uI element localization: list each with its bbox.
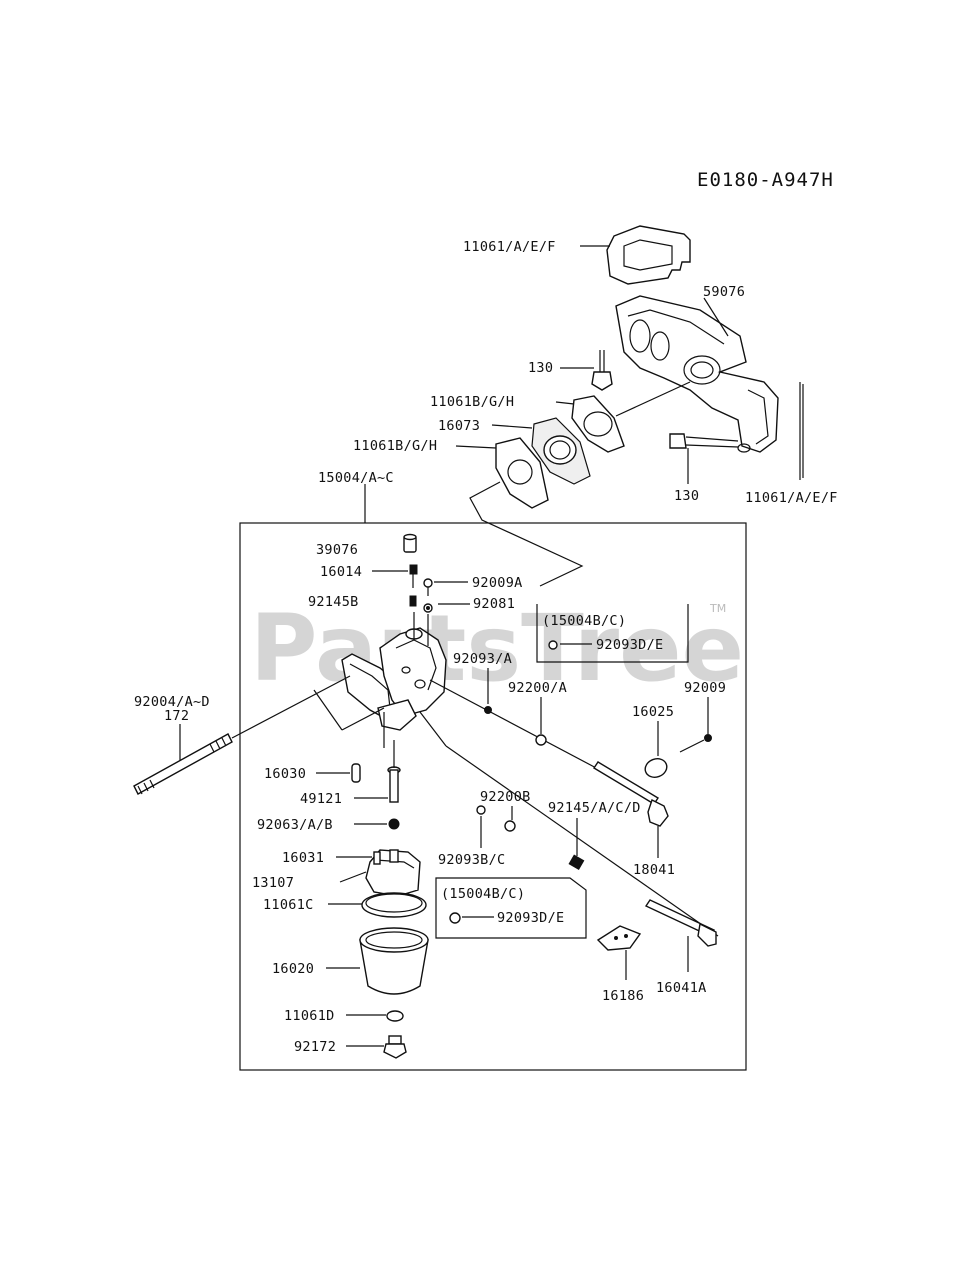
part-39076-cap[interactable] bbox=[403, 533, 417, 553]
part-carburetor-body[interactable] bbox=[341, 627, 447, 731]
label-16073[interactable]: 16073 bbox=[438, 418, 480, 434]
centerline-choke-1 bbox=[419, 711, 447, 747]
label-130-bottom[interactable]: 130 bbox=[674, 488, 699, 504]
label-16020[interactable]: 16020 bbox=[272, 961, 314, 977]
part-92093de-1[interactable] bbox=[548, 640, 558, 650]
part-92172-bolt[interactable] bbox=[383, 1035, 407, 1059]
label-59076[interactable]: 59076 bbox=[703, 284, 745, 300]
label-92145b[interactable]: 92145B bbox=[308, 594, 359, 610]
part-16031-float[interactable] bbox=[365, 849, 421, 897]
part-92145b-spring[interactable] bbox=[409, 595, 417, 607]
label-92093de-2[interactable]: 92093D/E bbox=[497, 910, 564, 926]
leader-11061b-1 bbox=[555, 401, 575, 405]
centerline-stud bbox=[231, 675, 351, 739]
part-16030-pin[interactable] bbox=[351, 763, 361, 783]
label-16014[interactable]: 16014 bbox=[320, 564, 362, 580]
variant-box-2 bbox=[435, 877, 587, 939]
label-92093bc[interactable]: 92093B/C bbox=[438, 852, 505, 868]
label-11061-right[interactable]: 11061/A/E/F bbox=[745, 490, 838, 506]
part-18041-throttle-shaft[interactable] bbox=[593, 761, 669, 827]
part-11061b-gasket-1[interactable] bbox=[571, 395, 625, 453]
label-11061c[interactable]: 11061C bbox=[263, 897, 314, 913]
label-49121[interactable]: 49121 bbox=[300, 791, 342, 807]
variant-box-1 bbox=[536, 604, 689, 663]
part-16073-insulator[interactable] bbox=[531, 417, 591, 485]
part-16020-float-bowl[interactable] bbox=[359, 927, 429, 995]
part-92009-screw[interactable] bbox=[679, 734, 712, 753]
label-92004[interactable]: 92004/A~D bbox=[134, 694, 210, 710]
part-92081-spring[interactable] bbox=[423, 603, 433, 613]
leader-16073 bbox=[491, 424, 533, 429]
carb-bracket-line-1 bbox=[313, 689, 343, 731]
label-92063[interactable]: 92063/A/B bbox=[257, 817, 333, 833]
label-15004bc-2[interactable]: (15004B/C) bbox=[441, 886, 525, 902]
label-16025[interactable]: 16025 bbox=[632, 704, 674, 720]
part-16041a-choke-shaft[interactable] bbox=[644, 899, 717, 947]
label-92145acd[interactable]: 92145/A/C/D bbox=[548, 800, 641, 816]
part-49121-pin[interactable] bbox=[387, 766, 401, 803]
carburetor-assembly-frame bbox=[239, 522, 747, 1071]
centerline-choke-2 bbox=[445, 745, 719, 937]
label-11061-top[interactable]: 11061/A/E/F bbox=[463, 239, 556, 255]
part-92093a-seal[interactable] bbox=[484, 706, 492, 714]
label-15004[interactable]: 15004/A~C bbox=[318, 470, 394, 486]
part-130-bolt-top[interactable] bbox=[591, 350, 613, 391]
part-11061d-gasket[interactable] bbox=[386, 1010, 404, 1022]
part-16186-choke-valve[interactable] bbox=[596, 925, 642, 951]
centerline-manifold bbox=[615, 381, 691, 417]
label-92081[interactable]: 92081 bbox=[473, 596, 515, 612]
label-130-top[interactable]: 130 bbox=[528, 360, 553, 376]
label-15004bc-1[interactable]: (15004B/C) bbox=[542, 613, 626, 629]
part-92145-spring[interactable] bbox=[568, 854, 585, 871]
label-92093de-1[interactable]: 92093D/E bbox=[596, 637, 663, 653]
watermark-text: PartsTree bbox=[250, 595, 744, 702]
part-11061c-gasket[interactable] bbox=[361, 892, 427, 918]
label-92009a[interactable]: 92009A bbox=[472, 575, 523, 591]
part-130-bolt-bottom[interactable] bbox=[669, 433, 739, 449]
centerline-throttle bbox=[429, 679, 601, 771]
label-11061d[interactable]: 11061D bbox=[284, 1008, 335, 1024]
label-16031[interactable]: 16031 bbox=[282, 850, 324, 866]
part-92093b-seal[interactable] bbox=[476, 805, 486, 815]
label-11061b-1[interactable]: 11061B/G/H bbox=[430, 394, 514, 410]
label-39076[interactable]: 39076 bbox=[316, 542, 358, 558]
label-92200a[interactable]: 92200/A bbox=[508, 680, 567, 696]
part-16025-throttle-valve[interactable] bbox=[643, 756, 670, 780]
carb-bracket-line-2 bbox=[341, 707, 385, 731]
label-16041a[interactable]: 16041A bbox=[656, 980, 707, 996]
label-92200b[interactable]: 92200B bbox=[480, 789, 531, 805]
label-92009[interactable]: 92009 bbox=[684, 680, 726, 696]
label-13107[interactable]: 13107 bbox=[252, 875, 294, 891]
part-92004-stud[interactable] bbox=[133, 733, 233, 795]
diagram-code: E0180-A947H bbox=[697, 169, 834, 191]
part-11061-gasket-top[interactable] bbox=[606, 225, 691, 285]
label-172[interactable]: 172 bbox=[164, 708, 189, 724]
label-16186[interactable]: 16186 bbox=[602, 988, 644, 1004]
leader-59076 bbox=[703, 297, 729, 337]
centerline-intake bbox=[469, 481, 584, 587]
part-11061b-gasket-2[interactable] bbox=[495, 437, 549, 509]
leader-13107 bbox=[339, 871, 367, 883]
part-92200a-washer[interactable] bbox=[535, 734, 547, 746]
label-11061b-2[interactable]: 11061B/G/H bbox=[353, 438, 437, 454]
watermark-trademark: TM bbox=[709, 602, 726, 615]
part-16014-screw[interactable] bbox=[409, 564, 418, 588]
part-92093de-2[interactable] bbox=[449, 912, 461, 924]
leader-11061b-2 bbox=[455, 445, 497, 449]
label-92093a[interactable]: 92093/A bbox=[453, 651, 512, 667]
label-16030[interactable]: 16030 bbox=[264, 766, 306, 782]
part-92200b-washer[interactable] bbox=[504, 820, 516, 832]
label-18041[interactable]: 18041 bbox=[633, 862, 675, 878]
label-92172[interactable]: 92172 bbox=[294, 1039, 336, 1055]
part-92009a-screw[interactable] bbox=[423, 578, 433, 596]
part-92063-nut[interactable] bbox=[388, 818, 400, 830]
part-59076-intake-manifold[interactable] bbox=[615, 295, 779, 453]
